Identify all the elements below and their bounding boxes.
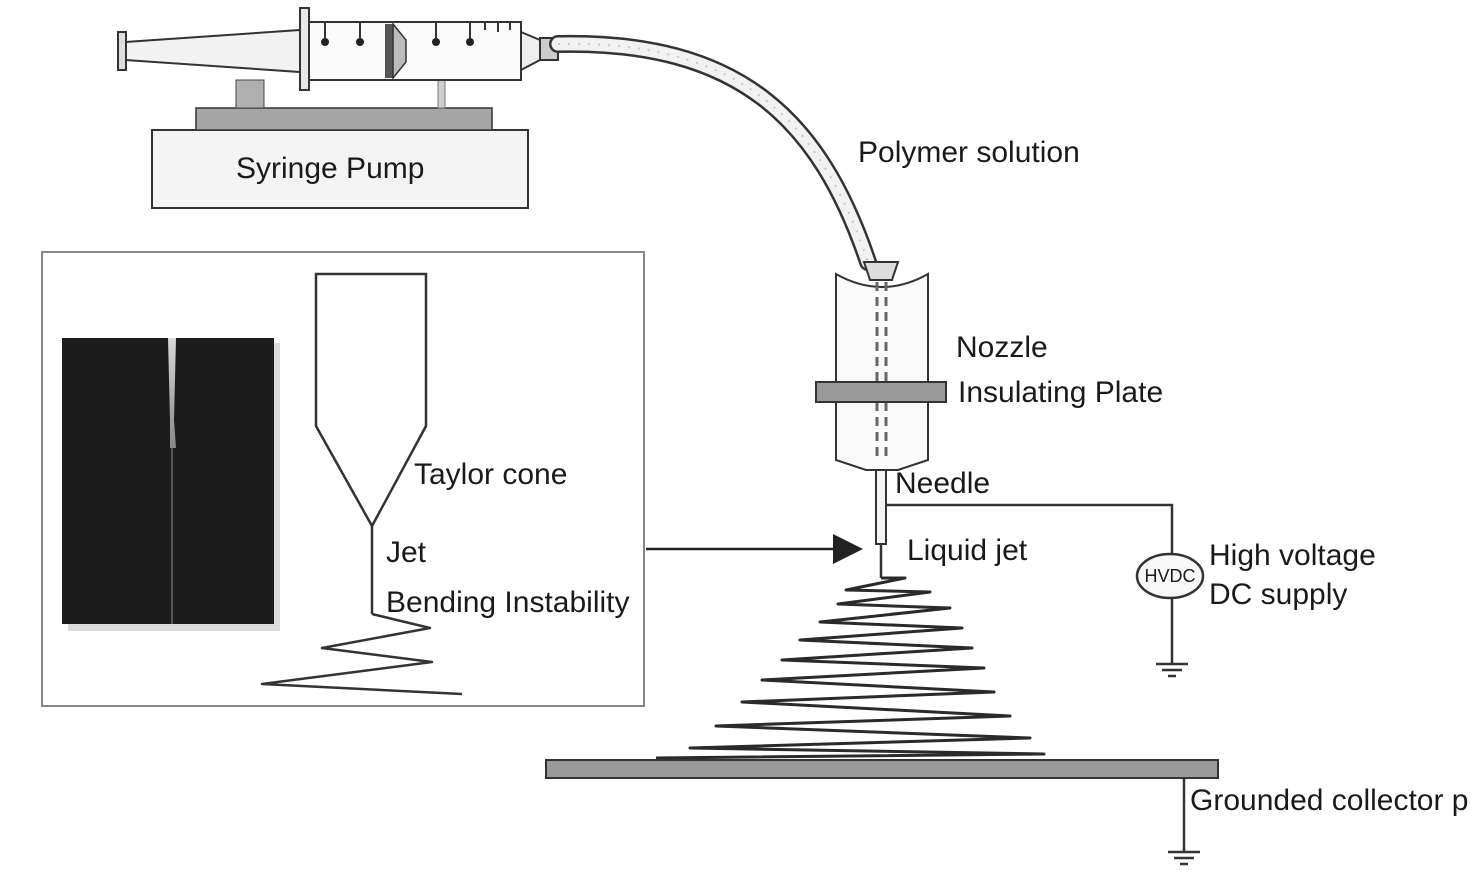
barrel-flange: [299, 7, 310, 91]
liquid-jet-label: Liquid jet: [907, 534, 1028, 567]
syringe-tip: [520, 30, 541, 72]
grounded-collector-label: Grounded collector p: [1190, 784, 1469, 817]
high-voltage-label: High voltage: [1209, 539, 1376, 572]
ground-symbol-collector: [1168, 850, 1200, 866]
nozzle-assembly: [815, 261, 947, 545]
plunger-rod: [125, 28, 301, 74]
jet-label: Jet: [386, 536, 427, 569]
pump-post: [235, 79, 265, 109]
syringe-barrel: [308, 21, 522, 81]
insulating-plate: [815, 381, 947, 403]
bending-instability-curve: [260, 612, 463, 696]
insulating-plate-label: Insulating Plate: [958, 376, 1163, 409]
polymer-solution-label: Polymer solution: [858, 136, 1080, 169]
pump-base: [151, 129, 529, 209]
barrel-dots: [321, 38, 474, 46]
ground-symbol-supply: [1156, 662, 1188, 678]
syringe-pump: Syringe Pump: [151, 67, 529, 209]
nozzle-label: Nozzle: [956, 331, 1048, 364]
needle: [875, 469, 887, 545]
needle-label: Needle: [895, 467, 990, 500]
whipping-fiber-spiral: [655, 576, 1046, 760]
bending-instability-label: Bending Instability: [386, 586, 630, 619]
hvdc-source: [1135, 552, 1205, 600]
taylor-cone-shape: [314, 272, 428, 529]
jet-photograph: [62, 338, 280, 631]
grounded-collector-plate: [545, 759, 1219, 779]
taylor-cone-label: Taylor cone: [414, 458, 567, 491]
inset-panel: Taylor cone Jet Bending Instability: [41, 251, 645, 707]
polymer-tube: [549, 34, 877, 271]
pump-rail: [195, 107, 493, 131]
plunger-thumb: [117, 31, 127, 71]
hv-circuit: [886, 503, 1174, 664]
nozzle-body: [835, 272, 929, 471]
barrel-graduations: [324, 22, 511, 38]
plunger-tip: [392, 21, 407, 81]
syringe-pump-label: Syringe Pump: [236, 152, 424, 185]
hvdc-badge: HVDC: [1144, 566, 1195, 586]
dc-supply-label: DC supply: [1209, 578, 1347, 611]
syringe: [117, 7, 559, 91]
nozzle-inlet: [862, 261, 900, 281]
plunger-seal: [385, 24, 393, 78]
